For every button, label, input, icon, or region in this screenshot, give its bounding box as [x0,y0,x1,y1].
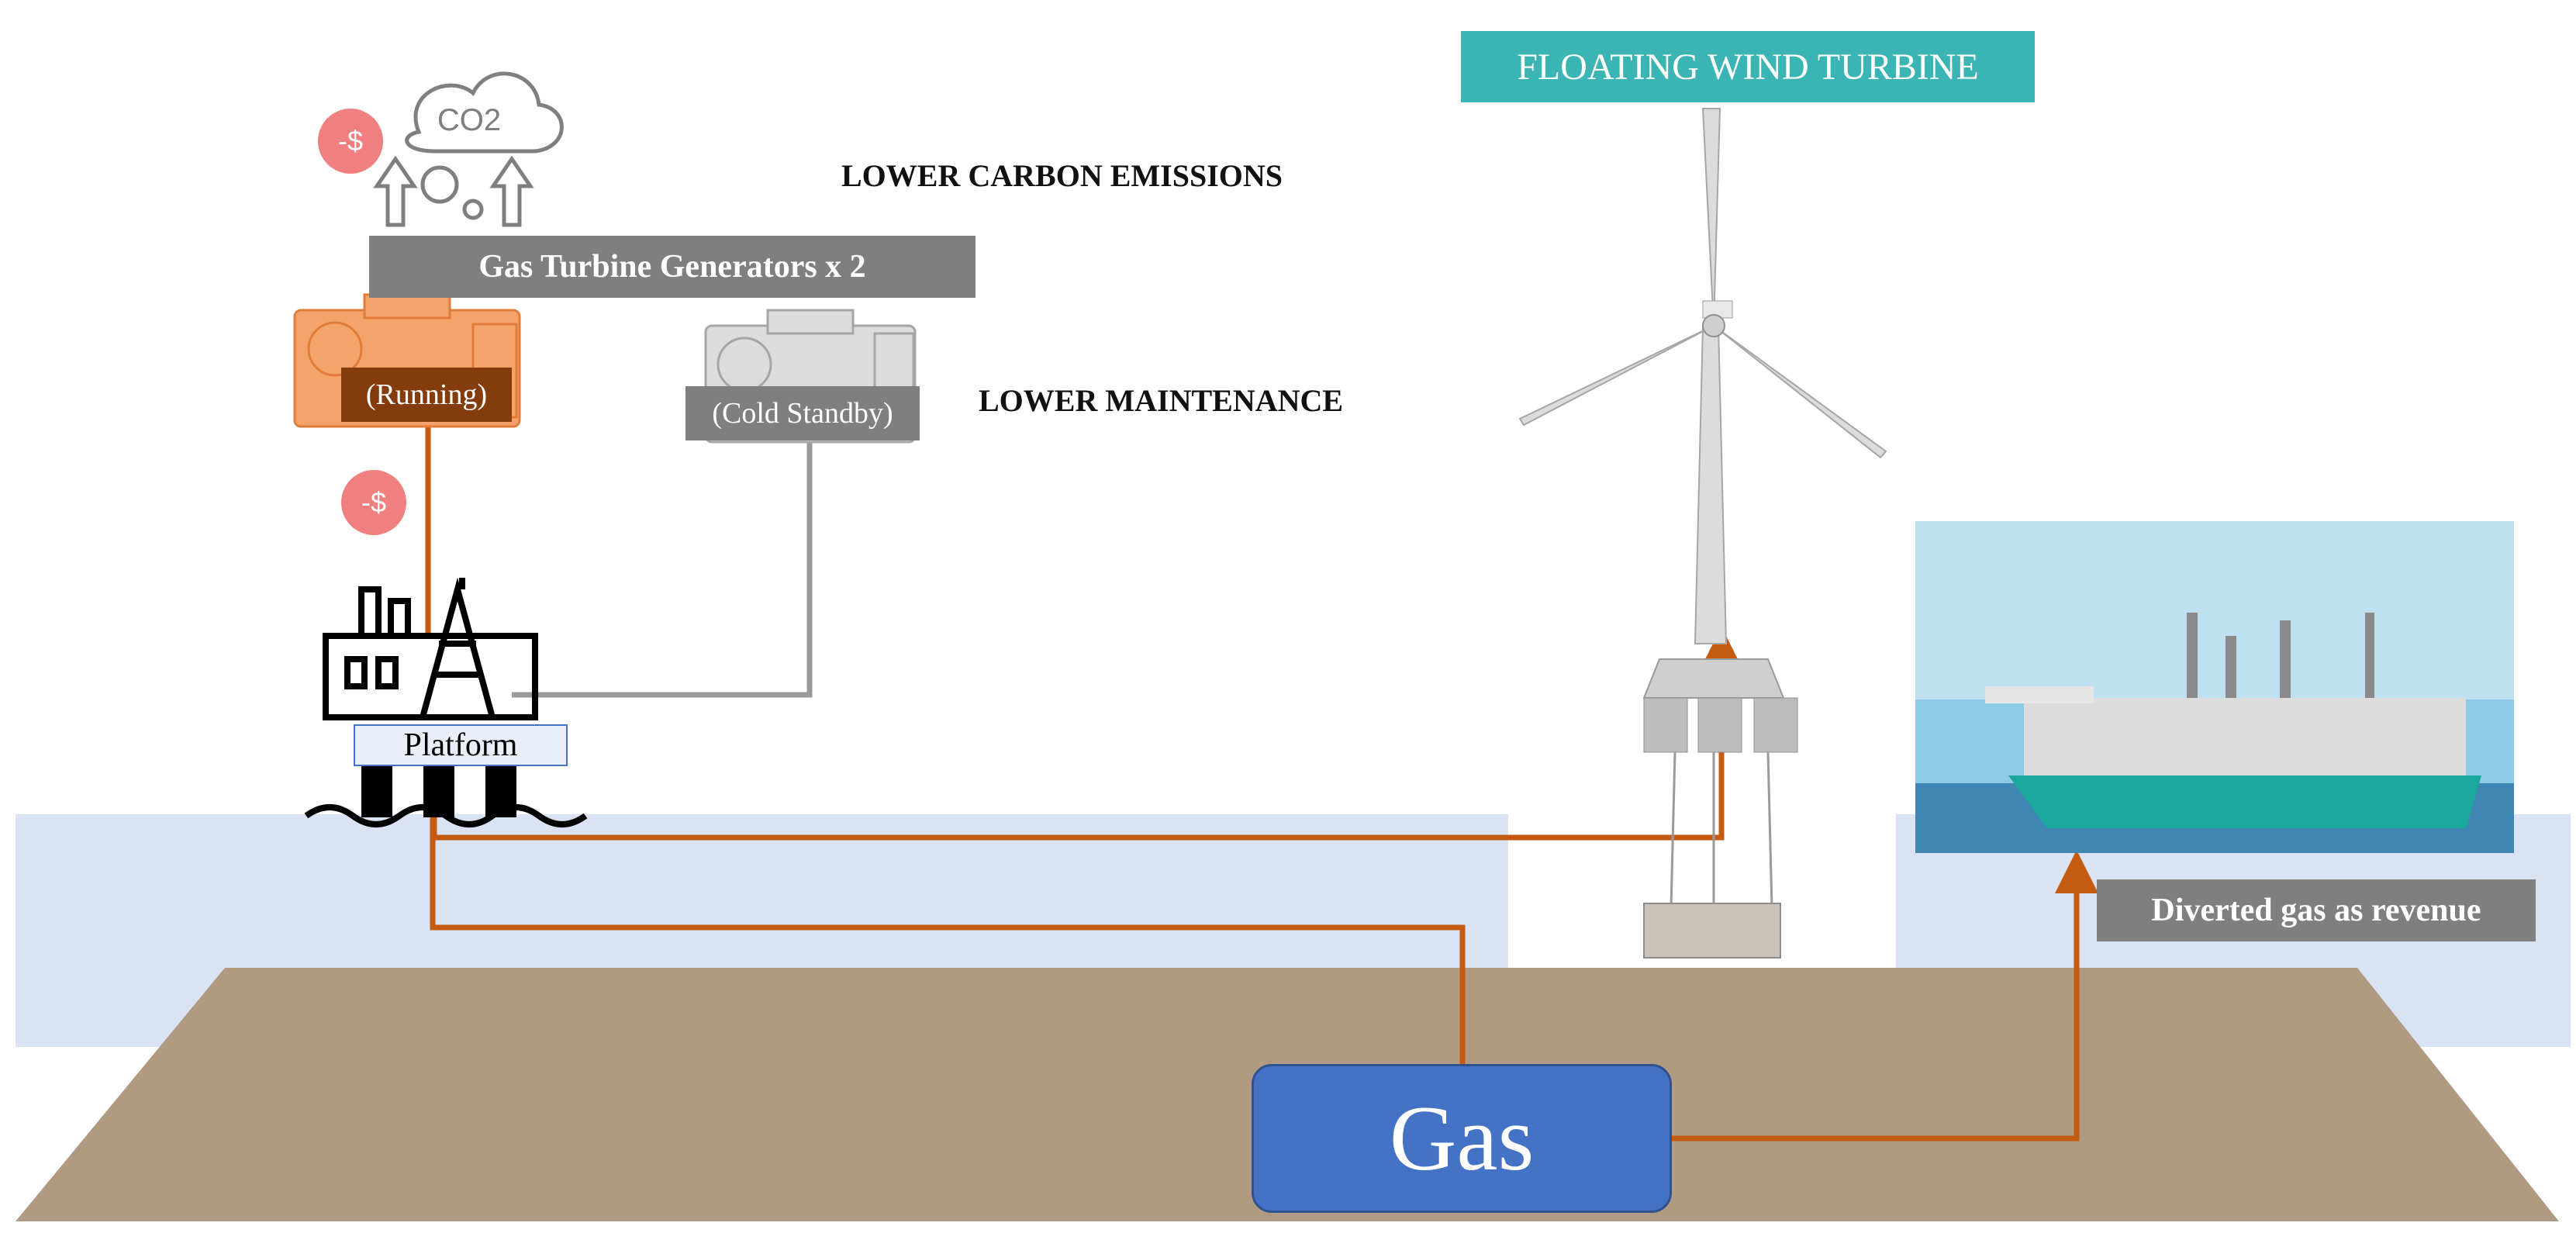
platform-label: Platform [354,724,568,766]
cold-standby-status-label: (Cold Standby) [685,386,920,440]
lower-maintenance-label: LOWER MAINTENANCE [979,382,1344,418]
gas-reservoir-box: Gas [1252,1064,1672,1213]
diverted-gas-revenue-label: Diverted gas as revenue [2097,879,2536,941]
standby-generator-line [512,439,813,698]
wind-turbine-icon [1518,108,1887,958]
lower-carbon-emissions-label: LOWER CARBON EMISSIONS [841,157,1283,193]
pipe-reservoir-to-fpso [1672,850,2098,1142]
cost-marker-emissions: -$ [318,109,383,174]
pipe-platform-to-turbine [431,627,1743,841]
floating-wind-turbine-title: FLOATING WIND TURBINE [1461,31,2035,102]
running-status-label: (Running) [341,368,512,422]
co2-text: CO2 [437,103,501,137]
pipe-reservoir-to-platform [430,791,1466,1064]
gas-turbine-generators-label: Gas Turbine Generators x 2 [369,236,975,298]
fpso-vessel-icon [1915,521,2514,853]
co2-cloud-icon: CO2 [373,71,564,227]
cost-marker-fuel: -$ [341,470,406,535]
platform-icon [304,577,588,827]
